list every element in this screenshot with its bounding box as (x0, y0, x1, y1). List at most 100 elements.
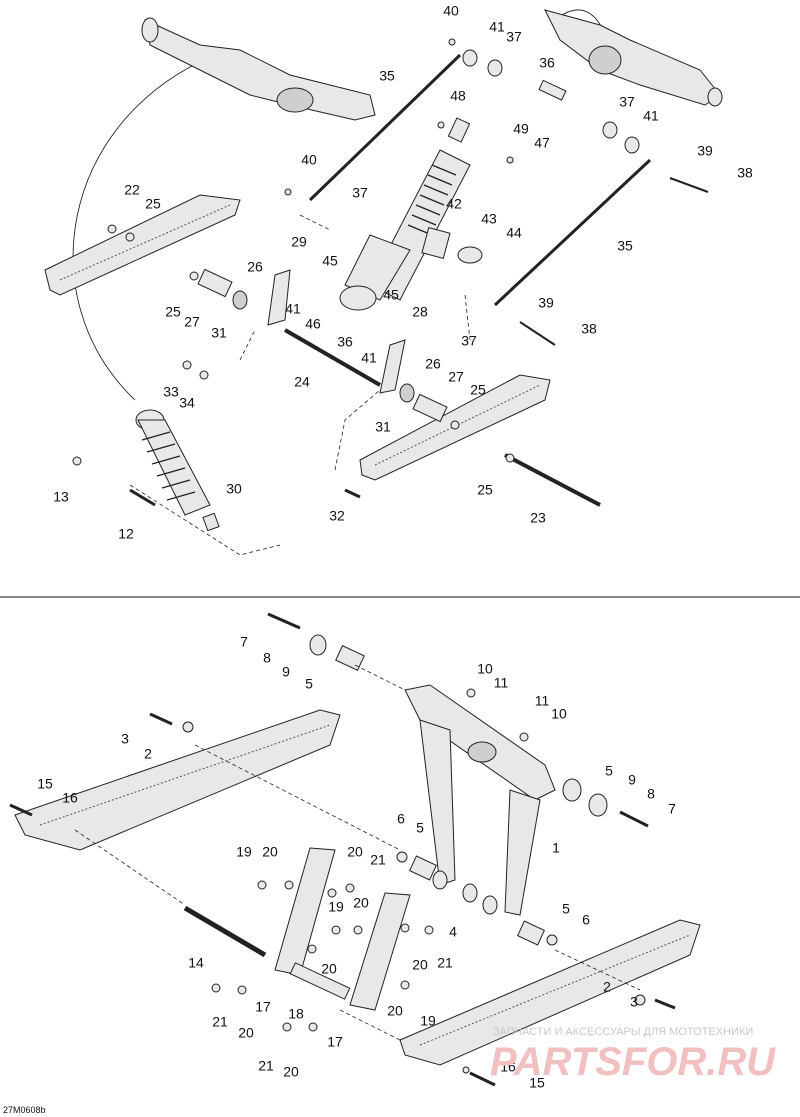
lower-callout-5: 5 (416, 820, 424, 836)
upper-callout-40: 40 (443, 3, 459, 19)
upper-callout-25: 25 (470, 382, 486, 398)
upper-callout-27: 27 (184, 314, 200, 330)
upper-callout-41: 41 (361, 350, 377, 366)
upper-callout-44: 44 (506, 225, 522, 241)
lower-callout-5: 5 (605, 763, 613, 779)
upper-callout-26: 26 (425, 356, 441, 372)
frame-cross-member-left (141, 17, 376, 121)
lower-callout-14: 14 (188, 955, 204, 971)
lower-callout-5: 5 (562, 901, 570, 917)
upper-callout-31: 31 (375, 419, 391, 435)
upper-callout-41: 41 (643, 108, 659, 124)
upper-callout-34: 34 (179, 395, 195, 411)
link-arm-17-left (274, 847, 336, 976)
lower-callout-17: 17 (255, 999, 271, 1015)
lower-callout-10: 10 (477, 661, 493, 677)
lower-callout-6: 6 (582, 912, 590, 928)
upper-callout-43: 43 (481, 211, 497, 227)
upper-callout-28: 28 (412, 304, 428, 320)
alignment-lines-upper (129, 214, 471, 556)
shaft-18 (289, 962, 351, 1000)
lower-callout-20: 20 (412, 957, 428, 973)
left-slide-rail-lower (14, 709, 341, 851)
upper-callout-40: 40 (301, 152, 317, 168)
arm-bracket-29 (267, 269, 291, 326)
lower-assembly-view (9, 612, 701, 1087)
upper-callout-37: 37 (619, 94, 635, 110)
upper-callout-31: 31 (211, 325, 227, 341)
lower-callout-9: 9 (628, 772, 636, 788)
alignment-lines-lower (74, 664, 641, 1041)
lower-callout-20: 20 (347, 844, 363, 860)
lower-callout-21: 21 (258, 1058, 274, 1074)
lower-callout-20: 20 (238, 1025, 254, 1041)
upper-callout-37: 37 (506, 29, 522, 45)
watermark: ЗАПЧАСТИ И АКСЕССУАРЫ ДЛЯ МОТОТЕХНИКИ PA… (490, 1026, 776, 1084)
upper-callout-12: 12 (118, 526, 134, 542)
upper-callout-30: 30 (226, 481, 242, 497)
lower-callout-20: 20 (321, 961, 337, 977)
link-arm-17-right (349, 892, 411, 1011)
bushings-lower (182, 634, 646, 1006)
upper-callout-38: 38 (581, 321, 597, 337)
shaft-23 (504, 453, 601, 507)
upper-callout-25: 25 (145, 196, 161, 212)
lower-callout-20: 20 (283, 1064, 299, 1080)
frame-cross-member-right (544, 9, 723, 107)
front-shock-absorber (135, 409, 220, 532)
lower-callout-4: 4 (449, 924, 457, 940)
lower-callout-7: 7 (668, 801, 676, 817)
arm-bracket-28 (379, 339, 406, 394)
upper-callout-41: 41 (489, 19, 505, 35)
upper-callout-47: 47 (534, 135, 550, 151)
lower-callout-20: 20 (353, 895, 369, 911)
upper-callout-49: 49 (513, 121, 529, 137)
rear-shock-absorber-upper (339, 117, 471, 311)
upper-callout-36: 36 (337, 334, 353, 350)
watermark-line-2: PARTSFOR.RU (490, 1040, 776, 1084)
lower-callout-5: 5 (305, 676, 313, 692)
lower-callout-2: 2 (603, 979, 611, 995)
lower-callout-21: 21 (370, 852, 386, 868)
upper-callout-33: 33 (163, 384, 179, 400)
upper-callout-39: 39 (697, 143, 713, 159)
upper-callout-32: 32 (329, 508, 345, 524)
shaft-24 (283, 328, 382, 387)
upper-callout-41: 41 (285, 301, 301, 317)
lower-callout-21: 21 (437, 955, 453, 971)
watermark-line-1: ЗАПЧАСТИ И АКСЕССУАРЫ ДЛЯ МОТОТЕХНИКИ (493, 1026, 753, 1038)
upper-callout-38: 38 (737, 165, 753, 181)
upper-callout-39: 39 (538, 295, 554, 311)
lower-callout-11: 11 (535, 693, 550, 709)
lower-callout-2: 2 (144, 746, 152, 762)
upper-callout-25: 25 (165, 304, 181, 320)
upper-callout-36: 36 (539, 55, 555, 71)
lower-callout-1: 1 (552, 840, 560, 856)
upper-callout-37: 37 (352, 185, 368, 201)
curved-reference-arrow (72, 54, 216, 401)
upper-callout-13: 13 (53, 489, 69, 505)
upper-callout-35: 35 (379, 68, 395, 84)
upper-callout-45: 45 (322, 253, 338, 269)
upper-callout-45: 45 (383, 287, 399, 303)
lower-callout-17: 17 (327, 1034, 343, 1050)
lower-callout-16: 16 (62, 790, 78, 806)
lower-callout-11: 11 (494, 675, 509, 691)
upper-callout-23: 23 (530, 510, 546, 526)
lower-callout-20: 20 (262, 844, 278, 860)
lower-callout-6: 6 (397, 811, 405, 827)
upper-callout-37: 37 (461, 333, 477, 349)
upper-callout-29: 29 (291, 234, 307, 250)
drawing-code: 27M0608b (3, 1105, 46, 1115)
rod-35-left (308, 53, 462, 202)
left-slide-rail-upper (44, 194, 241, 296)
lower-callout-19: 19 (236, 844, 252, 860)
fasteners-upper (72, 38, 709, 507)
upper-callout-35: 35 (617, 238, 633, 254)
upper-callout-24: 24 (294, 374, 310, 390)
lower-callout-3: 3 (121, 731, 129, 747)
upper-callout-46: 46 (305, 316, 321, 332)
upper-callout-42: 42 (446, 196, 462, 212)
upper-callout-25: 25 (477, 482, 493, 498)
